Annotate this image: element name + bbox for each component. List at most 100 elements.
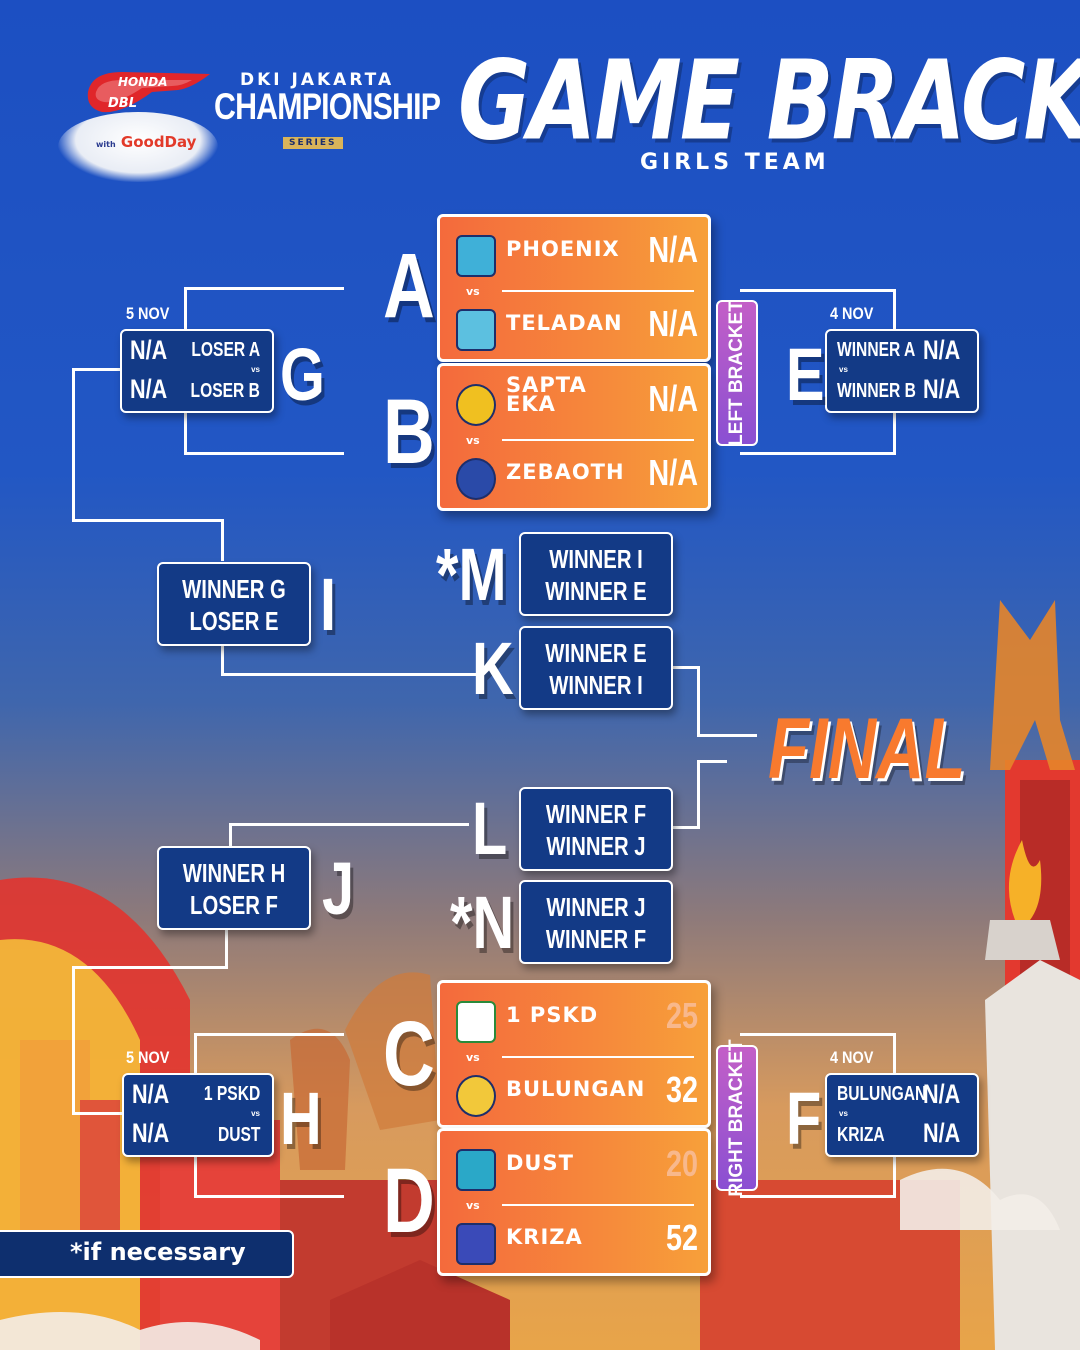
match-date-g: 5 NOV	[126, 304, 170, 323]
match-card-c[interactable]: 1 PSKD 25 vs BULUNGAN 32	[437, 980, 711, 1128]
match-box-k[interactable]: WINNER E WINNER I	[519, 626, 673, 710]
team-score: N/A	[648, 303, 698, 344]
vs-label: vs	[466, 1199, 480, 1212]
vs-label: vs	[466, 285, 480, 298]
match-label-b: B	[383, 381, 435, 483]
bulungan-crest-icon	[456, 1075, 496, 1117]
match-box-h[interactable]: N/A 1 PSKD vs N/A DUST	[122, 1073, 274, 1157]
dbl-wordmark: DBL	[108, 96, 137, 111]
team-name: DUST	[506, 1151, 574, 1175]
slot-bottom: WINNER J	[546, 831, 646, 861]
match-card-a[interactable]: PHOENIX N/A vs TELADAN N/A	[437, 214, 711, 362]
score: N/A	[922, 1118, 960, 1148]
team-name: LOSER B	[190, 380, 260, 402]
slot-bottom: WINNER F	[545, 924, 647, 954]
vs-label: vs	[251, 365, 260, 374]
slot-top: WINNER J	[546, 892, 646, 922]
team-score: 20	[665, 1143, 698, 1184]
slot-top: WINNER G	[182, 574, 286, 604]
slot-top: WINNER H	[182, 858, 286, 888]
team-score: 52	[665, 1217, 698, 1258]
right-bracket-tag: RIGHT BRACKET	[716, 1039, 758, 1197]
slot-bottom: LOSER E	[189, 606, 279, 636]
team-score: N/A	[648, 452, 698, 493]
team-score: 25	[665, 995, 698, 1036]
match-box-j[interactable]: WINNER H LOSER F	[157, 846, 311, 930]
match-label-j: J	[322, 847, 355, 930]
match-box-g[interactable]: N/A LOSER A vs N/A LOSER B	[120, 329, 274, 413]
score: N/A	[132, 1118, 170, 1148]
teladan-crest-icon	[456, 309, 496, 351]
team-name: LOSER A	[191, 339, 260, 361]
left-bracket-tag: LEFT BRACKET	[716, 300, 758, 446]
championship-series: SERIES	[283, 137, 343, 149]
team-name: 1 PSKD	[203, 1083, 260, 1105]
vs-label: vs	[466, 1051, 480, 1064]
score: N/A	[922, 335, 960, 365]
match-date-h: 5 NOV	[126, 1048, 170, 1067]
match-label-e: E	[786, 333, 825, 416]
vs-label: vs	[251, 1109, 260, 1118]
match-label-i: I	[320, 563, 337, 646]
match-date-f: 4 NOV	[830, 1048, 874, 1067]
match-label-k: K	[472, 627, 514, 710]
championship-title: CHAMPIONSHIP	[214, 86, 441, 127]
match-box-m[interactable]: WINNER I WINNER E	[519, 532, 673, 616]
vs-label: vs	[466, 434, 480, 447]
final-label: FINAL	[768, 701, 966, 797]
sapta-eka-crest-icon	[456, 384, 496, 426]
team-score: N/A	[648, 378, 698, 419]
team-score: 32	[665, 1069, 698, 1110]
zebaoth-crest-icon	[456, 458, 496, 500]
match-box-n[interactable]: WINNER J WINNER F	[519, 880, 673, 964]
pskd-crest-icon	[456, 1001, 496, 1043]
slot-bottom: WINNER E	[545, 576, 647, 606]
team-name: WINNER A	[837, 339, 916, 361]
honda-dbl-logo	[87, 72, 210, 113]
page-subtitle: GIRLS TEAM	[640, 150, 830, 175]
honda-wordmark: HONDA	[118, 75, 168, 89]
match-label-l: L	[472, 787, 508, 870]
match-label-m: *M	[436, 533, 507, 616]
slot-bottom: LOSER F	[190, 890, 278, 920]
match-label-d: D	[383, 1150, 435, 1252]
dust-crest-icon	[456, 1149, 496, 1191]
team-name: KRIZA	[837, 1124, 885, 1146]
match-card-d[interactable]: DUST 20 vs KRIZA 52	[437, 1128, 711, 1276]
match-label-c: C	[383, 1003, 435, 1105]
team-name: ZEBAOTH	[506, 460, 625, 484]
match-label-g: G	[280, 333, 325, 416]
match-label-n: *N	[450, 881, 515, 964]
slot-top: WINNER F	[545, 799, 647, 829]
match-box-i[interactable]: WINNER G LOSER E	[157, 562, 311, 646]
score: N/A	[922, 1079, 960, 1109]
score: N/A	[130, 335, 168, 365]
team-name: BULUNGAN	[506, 1077, 646, 1101]
match-box-l[interactable]: WINNER F WINNER J	[519, 787, 673, 871]
logo-cloud-backdrop	[58, 112, 218, 182]
page-title: GAME BRACKET	[458, 36, 1080, 165]
match-label-h: H	[280, 1077, 322, 1160]
slot-top: WINNER I	[549, 544, 643, 574]
match-box-e[interactable]: WINNER A N/A vs WINNER B N/A	[825, 329, 979, 413]
team-name: KRIZA	[506, 1225, 583, 1249]
slot-bottom: WINNER I	[549, 670, 643, 700]
match-box-f[interactable]: BULUNGAN N/A vs KRIZA N/A	[825, 1073, 979, 1157]
team-name: WINNER B	[837, 380, 916, 402]
match-date-e: 4 NOV	[830, 304, 874, 323]
match-label-a: A	[383, 235, 435, 337]
team-name: BULUNGAN	[837, 1083, 927, 1105]
kriza-crest-icon	[456, 1223, 496, 1265]
slot-top: WINNER E	[545, 638, 647, 668]
team-name: PHOENIX	[506, 237, 620, 261]
score: N/A	[130, 374, 168, 404]
phoenix-crest-icon	[456, 235, 496, 277]
team-name: 1 PSKD	[506, 1003, 599, 1027]
vs-label: vs	[839, 365, 848, 374]
team-name: TELADAN	[506, 311, 623, 335]
team-name: DUST	[217, 1124, 260, 1146]
